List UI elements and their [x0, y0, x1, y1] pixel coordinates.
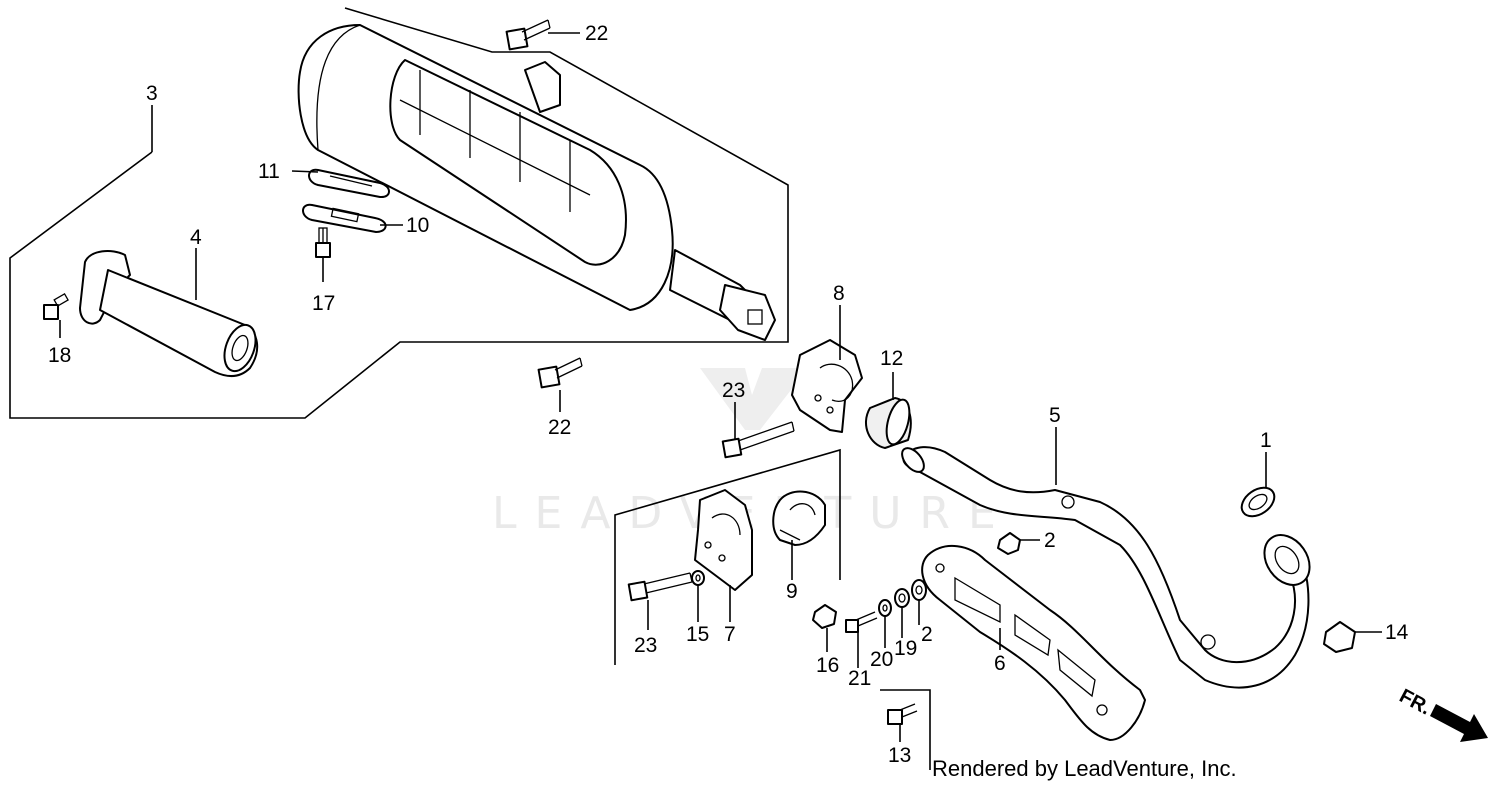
- bolt-21: [845, 611, 878, 633]
- callout-22-mid: 22: [548, 416, 571, 439]
- callout-15: 15: [686, 623, 709, 646]
- front-direction-indicator: FR.: [1396, 685, 1488, 742]
- callout-17: 17: [312, 292, 335, 315]
- callout-20: 20: [870, 648, 893, 671]
- bolt-23-lower: [627, 572, 693, 602]
- callout-6: 6: [994, 652, 1006, 675]
- callout-21: 21: [848, 667, 871, 690]
- bolt-23-upper: [721, 421, 795, 459]
- callout-8: 8: [833, 282, 845, 305]
- washer-15: [691, 570, 705, 586]
- bolt-22-mid: [537, 357, 583, 389]
- callout-1: 1: [1260, 429, 1272, 452]
- clamp-9: [772, 490, 826, 546]
- callout-3: 3: [146, 82, 158, 105]
- callout-11: 11: [258, 160, 280, 183]
- callout-5: 5: [1049, 404, 1061, 427]
- exhaust-pipe-5: [901, 446, 1311, 689]
- callout-10: 10: [406, 214, 429, 237]
- muffler-assembly-outline: [9, 7, 789, 419]
- callout-4: 4: [190, 226, 202, 249]
- callout-22-top: 22: [585, 22, 608, 45]
- nut-14: [1323, 621, 1356, 653]
- callout-23-lower: 23: [634, 634, 657, 657]
- bracket-group-outline: [614, 448, 841, 665]
- spark-arrestor-4: [79, 249, 259, 378]
- clamp-8: [791, 339, 863, 433]
- washer-19: [894, 588, 910, 608]
- callout-18: 18: [48, 344, 71, 367]
- clamp-7: [694, 489, 753, 591]
- callout-19: 19: [894, 637, 917, 660]
- heat-shield-6: [921, 544, 1146, 741]
- callout-12: 12: [880, 347, 903, 370]
- gasket-10: [302, 203, 387, 233]
- callout-2-lower: 2: [921, 623, 933, 646]
- bolt-13: [887, 703, 918, 725]
- bolt-17: [315, 227, 331, 258]
- bolt-18: [43, 293, 69, 320]
- callout-16: 16: [816, 654, 839, 677]
- nut-2-lower: [911, 579, 927, 601]
- sleeve-12: [865, 397, 912, 449]
- washer-20: [878, 599, 892, 617]
- callout-14: 14: [1385, 621, 1409, 644]
- front-arrow-icon: [1430, 704, 1488, 742]
- nut-16: [812, 604, 837, 629]
- front-direction-label: FR.: [1396, 685, 1435, 720]
- leader-lines: [59, 32, 1382, 742]
- callout-labels: 22 3 11 10 4 17 18 22 8 12 23 5 1 2 9 14…: [48, 22, 1409, 767]
- callout-13: 13: [888, 744, 911, 767]
- callout-2-upper: 2: [1044, 529, 1056, 552]
- callout-9: 9: [786, 580, 798, 603]
- callout-23-upper: 23: [722, 379, 745, 402]
- bolt-22-top: [505, 19, 551, 51]
- callout-7: 7: [724, 623, 736, 646]
- muffler-body: [297, 24, 776, 341]
- credit-text: Rendered by LeadVenture, Inc.: [932, 756, 1237, 781]
- gasket-1: [1240, 486, 1276, 518]
- nut-2-upper: [997, 532, 1021, 555]
